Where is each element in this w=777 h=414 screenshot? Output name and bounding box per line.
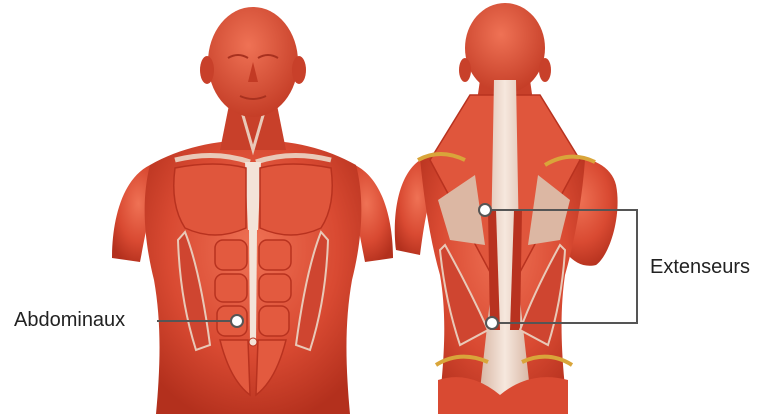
front-view: [112, 7, 393, 414]
back-ear-right: [459, 58, 471, 82]
abdominals-label: Abdominaux: [14, 309, 125, 332]
abdominals-marker-dot: [231, 315, 243, 327]
back-view: [395, 3, 618, 414]
front-navel: [249, 338, 257, 346]
front-ear-right: [200, 56, 214, 84]
front-ear-left: [292, 56, 306, 84]
extensors-marker-dot-lower: [486, 317, 498, 329]
front-pectoral-right: [174, 164, 246, 235]
front-linea-alba: [249, 230, 257, 345]
back-head: [465, 3, 545, 93]
front-pectoral-left: [260, 164, 332, 235]
back-ear-left: [539, 58, 551, 82]
extensors-marker-dot-upper: [479, 204, 491, 216]
extensors-label: Extenseurs: [650, 256, 750, 279]
